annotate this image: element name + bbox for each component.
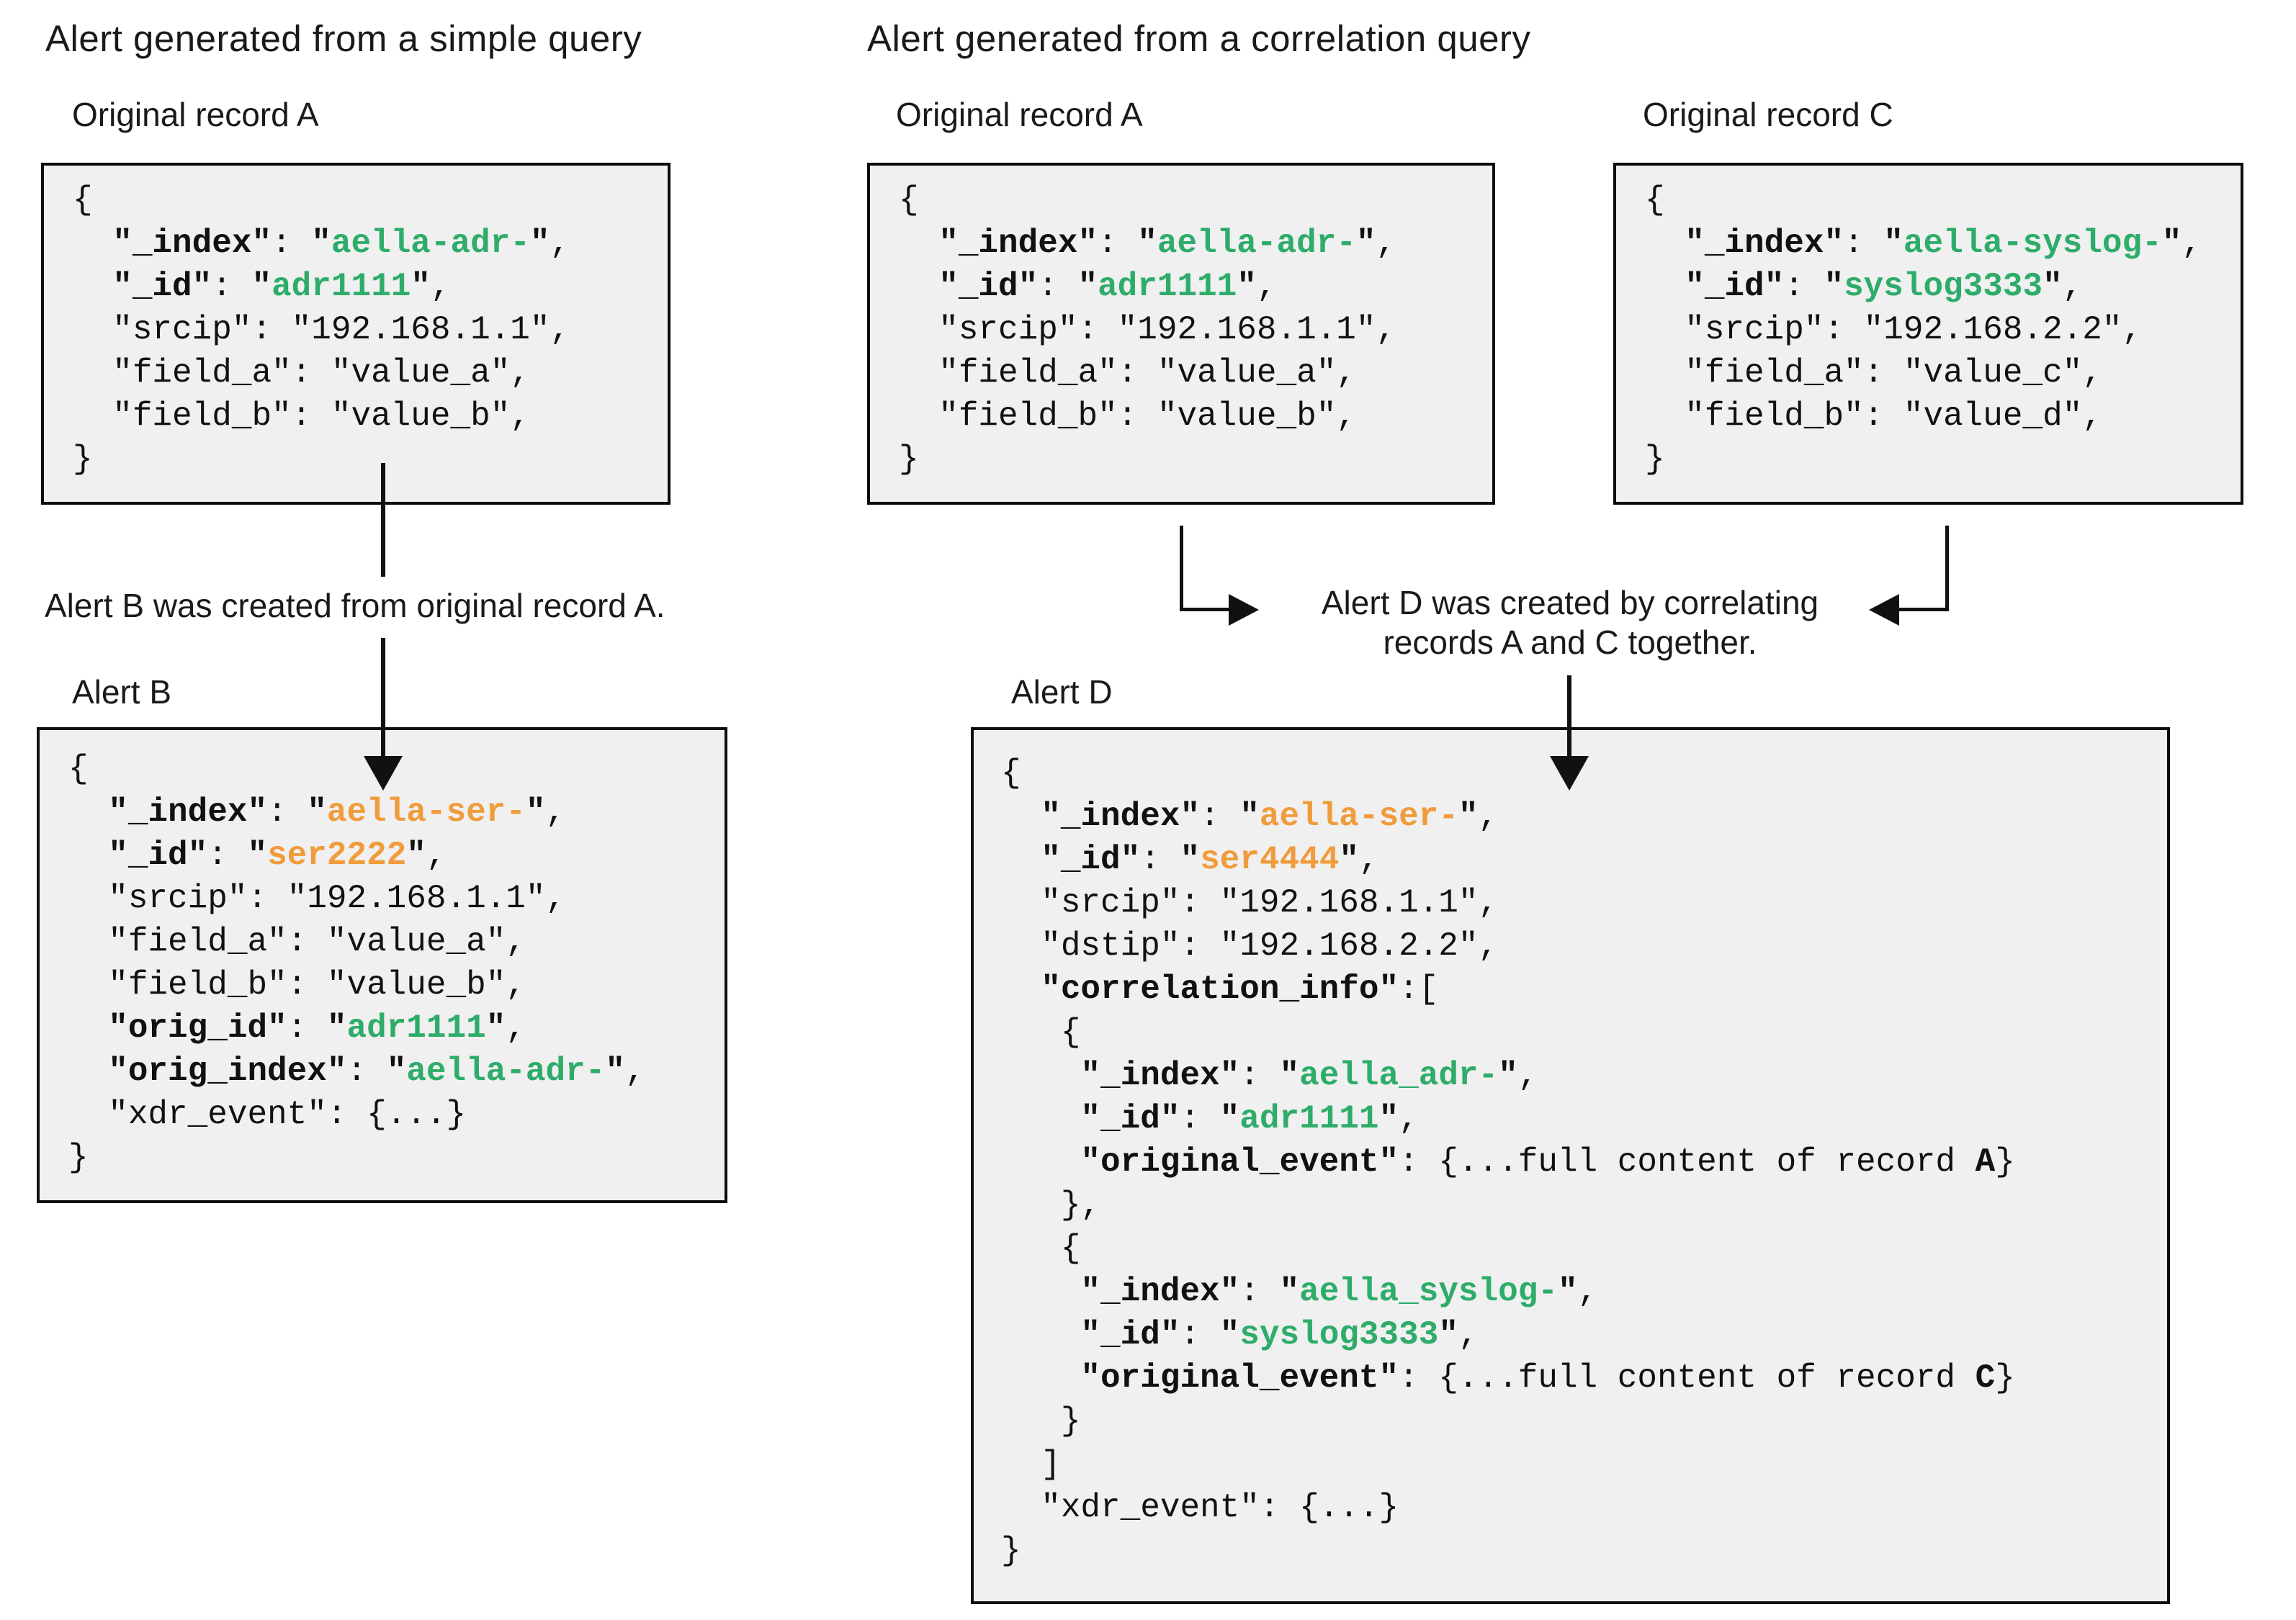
record-a-box-right: { "_index": "aella-adr-", "_id": "adr111… bbox=[867, 163, 1495, 505]
alert-d-box: { "_index": "aella-ser-", "_id": "ser444… bbox=[971, 727, 2170, 1604]
section-title-simple-query: Alert generated from a simple query bbox=[45, 18, 642, 59]
arrow-a-to-d-hline bbox=[1180, 608, 1230, 611]
arrow-to-alert-d-head-icon bbox=[1550, 756, 1589, 791]
section-title-correlation-query: Alert generated from a correlation query bbox=[867, 18, 1531, 59]
record-c-json: { "_index": "aella-syslog-", "_id": "sys… bbox=[1645, 181, 2202, 478]
arrow-c-to-d-vline bbox=[1945, 526, 1949, 611]
alert-b-label: Alert B bbox=[72, 673, 172, 711]
arrow-a-to-b-line-top bbox=[381, 463, 385, 577]
record-c-box: { "_index": "aella-syslog-", "_id": "sys… bbox=[1613, 163, 2243, 505]
alert-d-caption: Alert D was created by correlating recor… bbox=[1321, 584, 1819, 661]
record-c-label: Original record C bbox=[1643, 96, 1893, 133]
record-a-label-right: Original record A bbox=[896, 96, 1143, 133]
record-a-label-left: Original record A bbox=[72, 96, 319, 133]
record-a-json-left: { "_index": "aella-adr-", "_id": "adr111… bbox=[73, 181, 570, 478]
alert-b-caption: Alert B was created from original record… bbox=[45, 587, 665, 624]
alert-b-json: { "_index": "aella-ser-", "_id": "ser222… bbox=[68, 750, 645, 1176]
arrow-a-to-b-line-bottom bbox=[381, 638, 385, 757]
arrow-c-to-d-head-icon bbox=[1869, 594, 1899, 626]
alert-d-label: Alert D bbox=[1011, 673, 1113, 711]
arrow-a-to-d-head-icon bbox=[1229, 594, 1259, 626]
arrow-to-alert-d-line bbox=[1567, 675, 1571, 757]
alert-b-box: { "_index": "aella-ser-", "_id": "ser222… bbox=[37, 727, 727, 1203]
arrow-a-to-d-vline bbox=[1180, 526, 1183, 611]
arrow-c-to-d-hline bbox=[1899, 608, 1949, 611]
arrow-a-to-b-head-icon bbox=[364, 756, 403, 791]
record-a-json-right: { "_index": "aella-adr-", "_id": "adr111… bbox=[899, 181, 1396, 478]
alert-d-json: { "_index": "aella-ser-", "_id": "ser444… bbox=[1001, 755, 2015, 1570]
record-a-box-left: { "_index": "aella-adr-", "_id": "adr111… bbox=[41, 163, 671, 505]
